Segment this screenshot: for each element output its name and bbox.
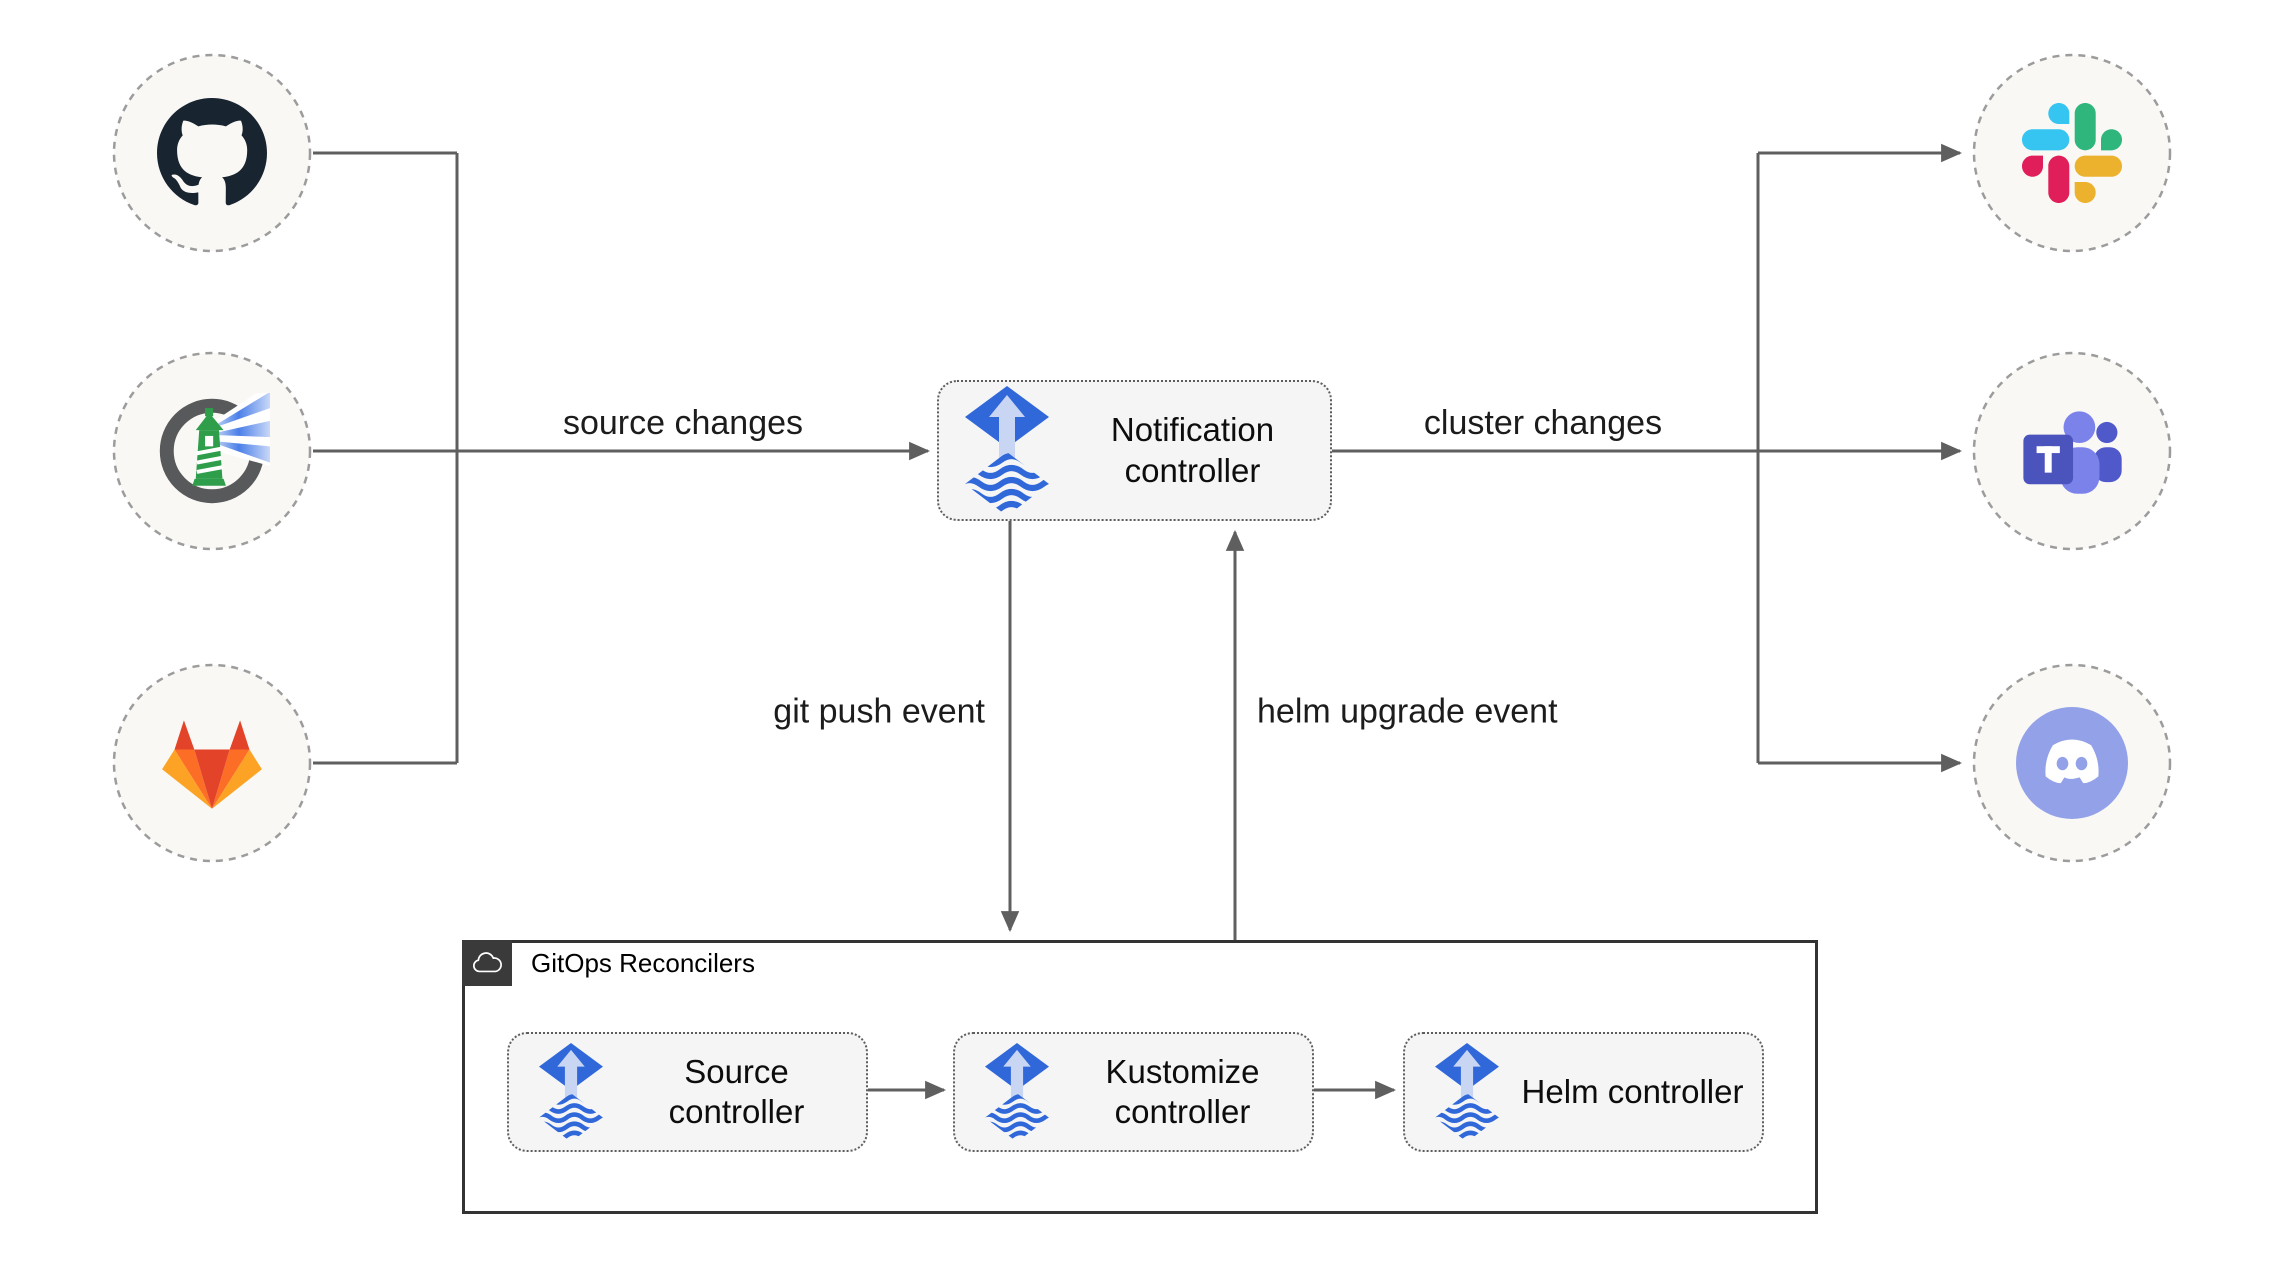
gitops-group-tab <box>462 940 512 986</box>
sources-merge-line <box>313 151 459 765</box>
slack-node <box>1972 53 2172 253</box>
gitops-group-label: GitOps Reconcilers <box>531 947 755 978</box>
dashed-circle <box>112 53 312 253</box>
flux-icon <box>1435 1043 1499 1142</box>
helm-controller-box: Helm controller <box>1403 1032 1764 1152</box>
source-controller-label: Source controller <box>668 1052 805 1130</box>
gitops-reconcilers-group <box>462 940 1818 1214</box>
kustomize-controller-label: Kustomize controller <box>1105 1052 1260 1130</box>
edge-label-cluster-changes: cluster changes <box>1423 404 1663 442</box>
discord-icon <box>2016 707 2128 819</box>
notification-controller-label: Notification controller <box>1110 411 1275 489</box>
edge-label-source-changes: source changes <box>562 404 804 442</box>
notification-controller-box: Notification controller <box>937 380 1332 521</box>
flux-icon <box>965 386 1049 516</box>
cloud-icon <box>472 951 502 972</box>
teams-node <box>1972 351 2172 551</box>
flux-icon <box>985 1043 1049 1142</box>
flux-icon <box>539 1043 603 1142</box>
harbor-node <box>112 351 312 551</box>
helm-controller-label: Helm controller <box>1521 1072 1744 1110</box>
edge-label-helm-upgrade-event: helm upgrade event <box>1257 692 1558 731</box>
github-node <box>112 53 312 253</box>
edge-label-git-push-event: git push event <box>773 692 985 731</box>
source-controller-box: Source controller <box>507 1032 868 1152</box>
kustomize-controller-box: Kustomize controller <box>953 1032 1314 1152</box>
dashed-circle <box>1972 53 2172 253</box>
discord-node <box>1972 663 2172 863</box>
gitlab-node <box>112 663 312 863</box>
